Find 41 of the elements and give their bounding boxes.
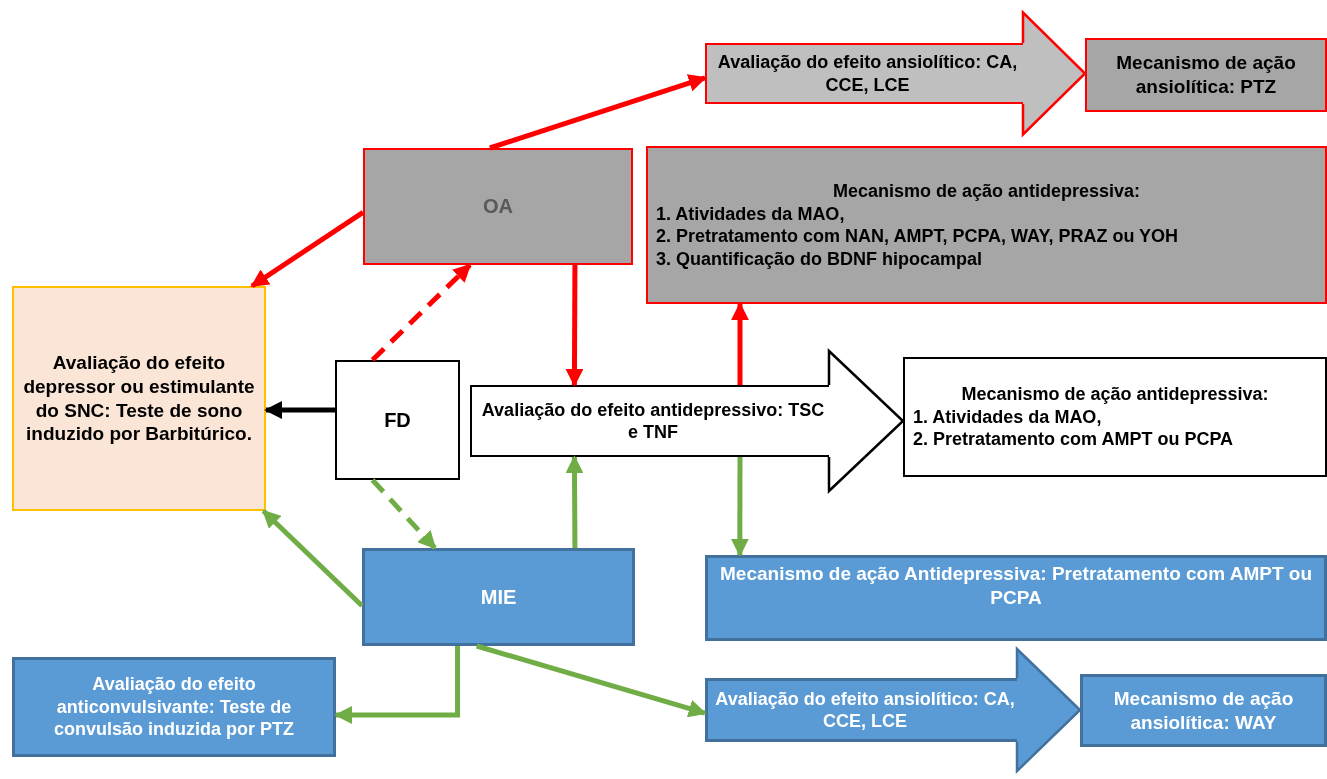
- box-text: FD: [384, 407, 411, 433]
- process-box: [705, 555, 1327, 641]
- process-box: [12, 657, 336, 757]
- box-text: Mecanismo de ação ansiolítica: PTZ: [1115, 51, 1297, 99]
- process-box: [362, 548, 635, 646]
- process-box: [12, 286, 266, 511]
- list-item: 2. Pretratamento com NAN, AMPT, PCPA, WAY, PRAZ ou YOH: [656, 225, 1179, 248]
- process-box: [646, 146, 1327, 304]
- box-text: Mecanismo de ação Antidepressiva: Pretratamento com AMPT ou PCPA: [719, 562, 1313, 610]
- box-text: Avaliação do efeito antidepressivo: TSC e TNF: [480, 398, 826, 444]
- arrow: [565, 455, 584, 548]
- arrow: [731, 302, 749, 385]
- block-arrow-head: [827, 348, 905, 494]
- block-arrow-head: [1021, 9, 1087, 138]
- arrow: [370, 263, 472, 362]
- process-box: [363, 148, 633, 265]
- process-box: [1085, 38, 1327, 112]
- box-text: OA: [483, 194, 513, 219]
- arrow: [334, 646, 461, 724]
- arrow: [730, 457, 749, 557]
- list-item: 1. Atividades da MAO,: [913, 405, 1102, 429]
- arrow: [264, 401, 335, 419]
- arrow: [475, 643, 707, 718]
- list-item: 2. Pretratamento com AMPT ou PCPA: [913, 428, 1234, 451]
- box-text: Avaliação do efeito depressor ou estimulante do SNC: Teste de sono induzido por Barbitúrico.: [22, 351, 256, 446]
- box-text: Avaliação do efeito ansiolítico: CA, CCE, LCE: [714, 687, 1016, 733]
- arrow: [489, 74, 707, 151]
- list-item: 3. Quantificação do BDNF hipocampal: [656, 247, 983, 270]
- block-arrow-head: [1015, 646, 1082, 774]
- arrow: [250, 210, 365, 289]
- box-text: Avaliação do efeito ansiolítico: CA, CCE, LCE: [716, 51, 1019, 96]
- box-text: Avaliação do efeito anticonvulsivante: Teste de convulsão induzida por PTZ: [53, 673, 295, 741]
- arrow: [261, 509, 364, 608]
- arrow: [565, 265, 584, 387]
- box-text: Mecanismo de ação antidepressiva:: [961, 383, 1269, 406]
- box-text: Mecanismo de ação ansiolítica: WAY: [1112, 686, 1295, 735]
- arrow: [370, 478, 437, 550]
- box-text: MIE: [480, 584, 517, 610]
- process-box: [335, 360, 460, 480]
- box-text: Mecanismo de ação antidepressiva:: [832, 180, 1141, 203]
- list-item: 1. Atividades da MAO,: [656, 202, 845, 225]
